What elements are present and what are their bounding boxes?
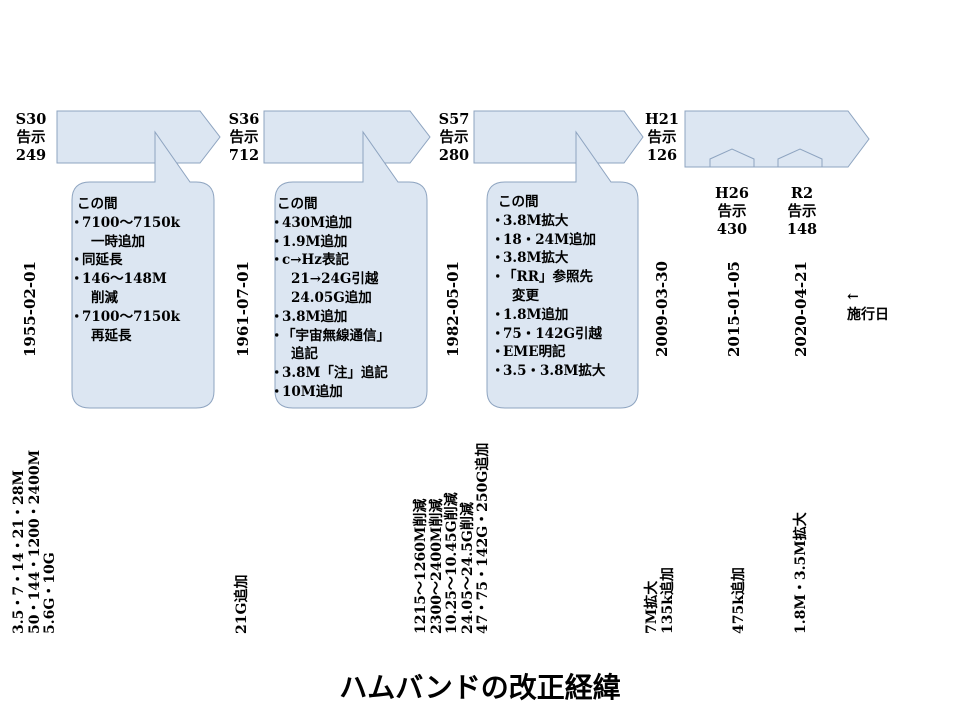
notice-code-s36: S36 告示 712 <box>224 111 264 165</box>
notice-code-s57: S57 告示 280 <box>434 111 474 165</box>
callout-item: 146～148M <box>77 270 180 289</box>
callout-item: 3.8M拡大 <box>498 212 605 231</box>
notice-number: 280 <box>438 147 470 164</box>
band-change-line: 50・144・1200・2400M <box>26 449 43 634</box>
date-label: 2009-03-30 <box>653 261 671 357</box>
band-change-line: 1215～1260M削減 <box>413 498 429 634</box>
effective-date: 2020-04-21 <box>792 261 810 357</box>
callout-item: 一時追加 <box>91 233 145 250</box>
band-change-line: 24.05～24.5G削減 <box>459 502 476 634</box>
effective-date-label: 施行日 <box>847 307 889 323</box>
callout-text-3: この間 3.8M拡大 18・24M追加 3.8M拡大 「RR」参照先 変更 1.… <box>498 193 605 381</box>
notice-number: 148 <box>786 221 818 238</box>
notice-label: 告示 <box>229 129 259 146</box>
callout-item: c→Hz表記 <box>277 251 390 270</box>
band-change-line: 5.6G・10G <box>42 552 58 634</box>
callout-item: 1.8M追加 <box>498 306 605 325</box>
callout-text-1: この間 7100～7150k 一時追加 同延長 146～148M 削減 7100… <box>77 195 180 345</box>
band-change-line: 135k追加 <box>659 567 676 634</box>
band-change-1961: 21G追加 <box>234 574 251 634</box>
notice-era: H26 <box>715 185 749 202</box>
effective-date: 1982-05-01 <box>444 261 462 357</box>
date-label: 2015-01-05 <box>725 261 743 357</box>
notice-era: R2 <box>790 185 814 202</box>
notch-arrow-h26 <box>709 148 755 168</box>
callout-item: 24.05G追加 <box>291 289 372 306</box>
callout-item: 3.8M追加 <box>277 308 390 327</box>
diagram-title: ハムバンドの改正経緯 <box>339 671 621 704</box>
notice-number: 430 <box>716 221 748 238</box>
band-change-1982: 1215～1260M削減 2300～2400M削減 10.25～10.45G削減… <box>413 442 492 634</box>
callout-item: 10M追加 <box>277 383 390 402</box>
callout-item: 21→24G引越 <box>291 271 379 288</box>
era-arrow-s30 <box>56 110 221 164</box>
notice-code-r2: R2 告示 148 <box>782 185 822 239</box>
band-change-line: 475k追加 <box>731 567 747 634</box>
band-change-1955: 3.5・7・14・21・28M 50・144・1200・2400M 5.6G・1… <box>11 449 59 634</box>
band-change-line: 21G追加 <box>234 574 250 634</box>
effective-date: 1961-07-01 <box>234 261 252 357</box>
era-arrow-s57 <box>473 110 644 164</box>
band-change-line: 2300～2400M削減 <box>428 498 445 634</box>
date-label: 2020-04-21 <box>792 261 810 357</box>
callout-heading: この間 <box>498 194 539 210</box>
band-change-line: 47・75・142G・250G追加 <box>475 442 491 634</box>
notice-number: 249 <box>15 147 47 164</box>
band-change-line: 7M拡大 <box>644 580 660 634</box>
callout-item: 7100～7150k <box>77 214 180 233</box>
callout-item: 1.9M追加 <box>277 233 390 252</box>
callout-item: 同延長 <box>77 251 180 270</box>
band-change-line: 10.25～10.45G削減 <box>444 492 460 634</box>
notice-label: 告示 <box>16 129 46 146</box>
effective-date: 2015-01-05 <box>725 261 743 357</box>
callout-item: 3.8M拡大 <box>498 249 605 268</box>
notice-code-s30: S30 告示 249 <box>11 111 51 165</box>
date-label: 1955-02-01 <box>21 261 39 357</box>
notice-era: H21 <box>645 111 679 128</box>
callout-item: 変更 <box>512 287 539 304</box>
notch-arrow-r2 <box>777 148 823 168</box>
notice-code-h26: H26 告示 430 <box>712 185 752 239</box>
notice-era: S30 <box>15 111 47 128</box>
callout-item: 3.5・3.8M拡大 <box>498 362 605 381</box>
callout-item: 18・24M追加 <box>498 231 605 250</box>
date-label: 1961-07-01 <box>234 261 252 357</box>
callout-item: 削減 <box>91 289 118 306</box>
callout-item: 追記 <box>291 346 318 363</box>
band-change-line: 3.5・7・14・21・28M <box>11 469 27 634</box>
notice-era: S57 <box>438 111 470 128</box>
band-change-2020: 1.8M・3.5M拡大 <box>793 512 810 634</box>
callout-item: 「宇宙無線通信」 <box>277 327 390 346</box>
notice-number: 712 <box>228 147 260 164</box>
date-label: 1982-05-01 <box>444 261 462 357</box>
callout-text-2: この間 430M追加 1.9M追加 c→Hz表記 21→24G引越 24.05G… <box>277 195 390 402</box>
notice-label: 告示 <box>647 129 677 146</box>
callout-item: 75・142G引越 <box>498 325 605 344</box>
callout-item: 3.8M「注」追記 <box>277 364 390 383</box>
notice-label: 告示 <box>439 129 469 146</box>
callout-item: 再延長 <box>91 327 132 344</box>
callout-item: 「RR」参照先 <box>498 268 605 287</box>
band-change-2015: 475k追加 <box>731 567 748 634</box>
era-arrow-s36 <box>263 110 431 164</box>
notice-code-h21: H21 告示 126 <box>642 111 682 165</box>
notice-era: S36 <box>228 111 260 128</box>
notice-number: 126 <box>646 147 678 164</box>
callout-item: EME明記 <box>498 343 605 362</box>
effective-date: 1955-02-01 <box>21 261 39 357</box>
callout-item: 430M追加 <box>277 214 390 233</box>
callout-heading: この間 <box>277 196 318 212</box>
band-change-line: 1.8M・3.5M拡大 <box>793 512 809 634</box>
arrow-left-icon: ← <box>847 289 859 305</box>
effective-date: 2009-03-30 <box>653 261 671 357</box>
callout-item: 7100～7150k <box>77 308 180 327</box>
callout-heading: この間 <box>77 196 118 212</box>
effective-date-note: ← 施行日 <box>847 288 889 324</box>
band-change-2009: 7M拡大 135k追加 <box>644 567 676 634</box>
notice-label: 告示 <box>787 203 817 220</box>
notice-label: 告示 <box>717 203 747 220</box>
